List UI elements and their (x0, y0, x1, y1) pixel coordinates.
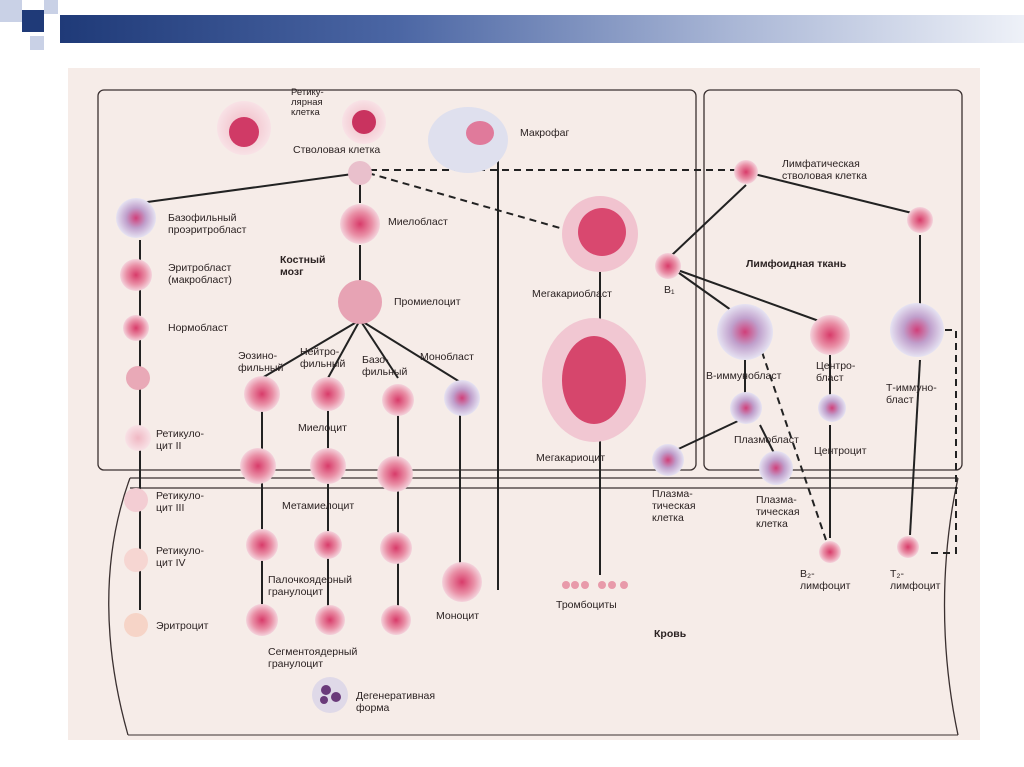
label-t-immunoblast: Т-иммуно- бласт (886, 382, 937, 406)
title-decor-square (44, 0, 58, 14)
label-monocyte: Моноцит (436, 610, 480, 622)
label-b-immunoblast: В-иммунобласт (706, 370, 782, 382)
label-lymphatic-stem-cell: Лимфатическая стволовая клетка (782, 158, 867, 182)
label-erythrocyte: Эритроцит (156, 620, 209, 632)
title-decor-bar (60, 15, 1024, 43)
blood-vessel (108, 477, 959, 736)
label-t2-lymphocyte: Т₂- лимфоцит (890, 568, 941, 592)
label-eosinophilic: Эозино- фильный (238, 350, 284, 374)
label-neutrophilic: Нейтро- фильный (300, 346, 346, 370)
label-megakaryocyte: Мегакариоцит (536, 452, 606, 464)
title-decor-square (30, 36, 44, 50)
label-monoblast: Монобласт (420, 351, 474, 363)
label-promyelocyte: Промиелоцит (394, 296, 461, 308)
label-erythroblast: Эритробласт (макробласт) (168, 262, 232, 286)
label-reticulocyte-4: Ретикуло- цит IV (156, 545, 205, 569)
label-degenerative-form: Дегенеративная форма (356, 690, 436, 714)
label-plasma-cell-1: Плазма- тическая клетка (652, 488, 696, 524)
label-b1: B₁ (664, 284, 675, 296)
label-blood: Кровь (654, 628, 687, 640)
label-band-granulocyte: Палочкоядерный гранулоцит (268, 574, 352, 598)
label-myeloblast: Миелобласт (388, 216, 448, 228)
label-basophilic-proerythroblast: Базофильный проэритробласт (168, 212, 247, 236)
label-lymphoid-tissue: Лимфоидная ткань (746, 258, 847, 270)
label-reticulocyte-3: Ретикуло- цит III (156, 490, 205, 514)
label-macrophage: Макрофаг (520, 127, 570, 139)
label-b2-lymphocyte: В₂- лимфоцит (800, 568, 851, 592)
label-myelocyte: Миелоцит (298, 422, 347, 434)
label-stem-cell: Стволовая клетка (293, 144, 381, 156)
title-decor-square (22, 10, 44, 32)
label-reticular-cell: Ретику- лярная клетка (291, 87, 324, 118)
label-reticulocyte-2: Ретикуло- цит II (156, 428, 205, 452)
label-normoblast: Нормобласт (168, 322, 228, 334)
label-centroblast: Центро- бласт (816, 360, 856, 384)
label-platelets: Тромбоциты (556, 599, 617, 611)
title-decor-square (0, 0, 22, 22)
label-centrocyte: Центроцит (814, 445, 867, 457)
label-metamyelocyte: Метамиелоцит (282, 500, 355, 512)
label-plasma-cell-2: Плазма- тическая клетка (756, 494, 800, 530)
label-segmented-granulocyte: Сегментоядерный гранулоцит (268, 646, 358, 670)
label-bone-marrow: Костный мозг (280, 254, 326, 278)
label-plasmablast: Плазмобласт (734, 434, 799, 446)
cells (116, 100, 944, 713)
label-basophilic: Базо- фильный (362, 354, 408, 378)
label-megakaryoblast: Мегакариобласт (532, 288, 612, 300)
